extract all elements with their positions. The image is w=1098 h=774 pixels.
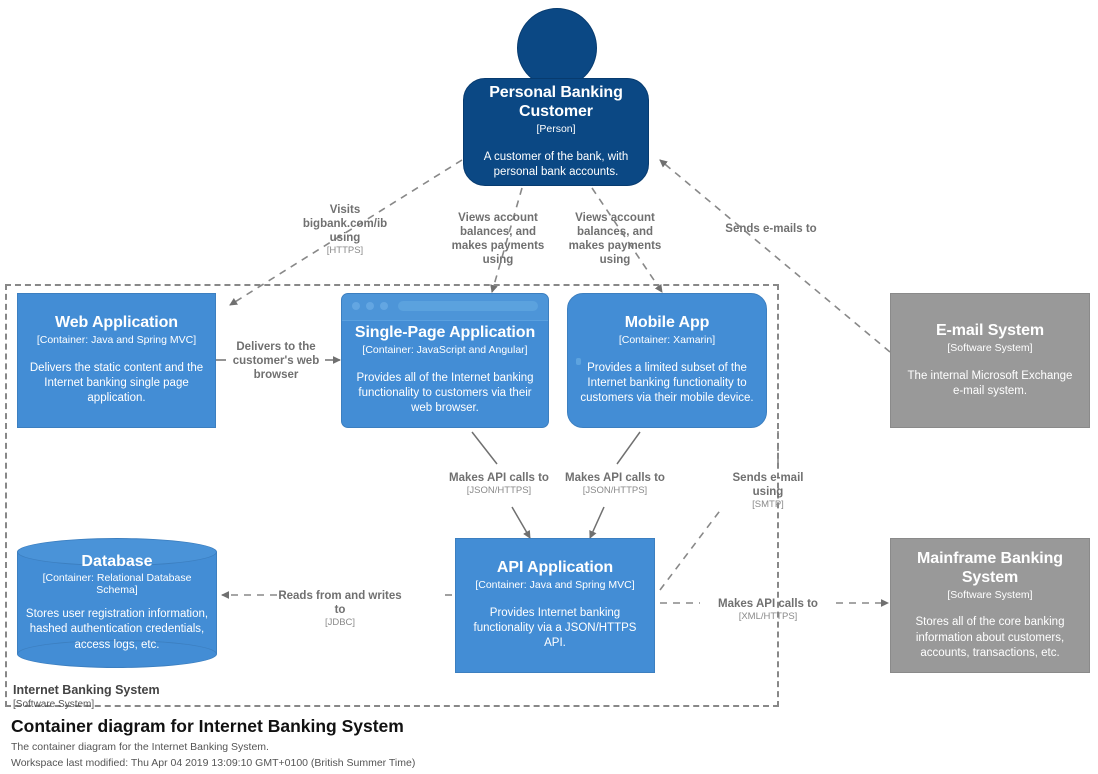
boundary-name: Internet Banking System xyxy=(13,683,160,697)
edge-label-spa-api-calls: Makes API calls to [JSON/HTTPS] xyxy=(441,471,557,497)
browser-dot-icon xyxy=(366,302,374,310)
node-tech: [Container: Java and Spring MVC] xyxy=(36,334,197,347)
boundary-type: [Software System] xyxy=(13,699,95,710)
node-name: Mainframe Banking System xyxy=(917,550,1063,586)
edge-label-tech: [XML/HTTPS] xyxy=(738,611,798,623)
node-personal-banking-customer[interactable]: Personal Banking Customer [Person] A cus… xyxy=(463,78,649,186)
node-description: A customer of the bank, with personal ba… xyxy=(483,150,629,178)
edge-label-text: Views account balances, and makes paymen… xyxy=(568,212,662,267)
edge-label-text: Makes API calls to xyxy=(565,472,665,484)
node-tech: [Software System] xyxy=(947,588,1033,601)
edge-label-tech: [JDBC] xyxy=(324,617,356,629)
edge-label-mainframe-api-calls: Makes API calls to [XML/HTTPS] xyxy=(705,597,831,623)
node-description: Provides Internet banking functionality … xyxy=(473,607,637,650)
node-tech: [Container: JavaScript and Angular] xyxy=(362,344,528,357)
node-tech: [Software System] xyxy=(947,341,1033,354)
edge-label-visits-web: Visits bigbank.com/ib using [HTTPS] xyxy=(292,203,398,257)
edge-label-text: Makes API calls to xyxy=(718,598,818,610)
edge-label-tech: [SMTP] xyxy=(752,499,784,511)
node-mobile-app[interactable]: Mobile App [Container: Xamarin] Provides… xyxy=(567,293,767,428)
edge-label-mobile-api-calls: Makes API calls to [JSON/HTTPS] xyxy=(557,471,673,497)
node-description: Stores user registration information, ha… xyxy=(25,608,209,651)
edge-label-views-mobile: Views account balances, and makes paymen… xyxy=(560,211,670,267)
edge-label-tech: [JSON/HTTPS] xyxy=(466,485,532,497)
node-single-page-application[interactable]: Single-Page Application [Container: Java… xyxy=(341,293,549,428)
node-tech: [Person] xyxy=(536,122,576,135)
diagram-caption: Container diagram for Internet Banking S… xyxy=(11,716,415,771)
edge-label-reads-writes-db: Reads from and writes to [JDBC] xyxy=(278,589,402,629)
database-cylinder-body xyxy=(17,552,217,654)
node-description: Delivers the static content and the Inte… xyxy=(29,362,204,405)
edge-label-text: Reads from and writes to xyxy=(278,590,402,617)
edge-label-tech: [HTTPS] xyxy=(326,245,364,257)
browser-dot-icon xyxy=(380,302,388,310)
diagram-modified: Workspace last modified: Thu Apr 04 2019… xyxy=(11,756,416,769)
edge-label-text: Delivers to the customer's web browser xyxy=(232,341,320,382)
node-description: Stores all of the core banking informati… xyxy=(915,616,1065,659)
node-name: API Application xyxy=(496,559,614,577)
edge-label-text: Sends e-mails to xyxy=(725,223,817,235)
edge-label-sends-emails-to: Sends e-mails to xyxy=(706,222,836,236)
node-name: Personal Banking Customer xyxy=(489,84,623,121)
node-web-application[interactable]: Web Application [Container: Java and Spr… xyxy=(17,293,216,428)
edge-label-tech: [JSON/HTTPS] xyxy=(582,485,648,497)
edge-label-sends-email-using: Sends e-mail using [SMTP] xyxy=(716,471,820,511)
browser-address-bar xyxy=(398,301,538,311)
node-name: Web Application xyxy=(55,314,178,332)
diagram-title: Container diagram for Internet Banking S… xyxy=(11,716,404,736)
node-api-application[interactable]: API Application [Container: Java and Spr… xyxy=(455,538,655,673)
node-tech: [Container: Xamarin] xyxy=(618,334,716,347)
node-description: The internal Microsoft Exchange e-mail s… xyxy=(907,369,1073,397)
node-name: Database xyxy=(81,553,153,571)
node-tech: [Container: Java and Spring MVC] xyxy=(475,579,635,592)
edge-label-text: Sends e-mail using xyxy=(732,472,804,499)
node-email-system[interactable]: E-mail System [Software System] The inte… xyxy=(890,293,1090,428)
node-name: E-mail System xyxy=(935,322,1045,340)
mobile-speaker-icon xyxy=(576,357,581,365)
internet-banking-system-boundary xyxy=(5,284,779,707)
edge-label-text: Makes API calls to xyxy=(449,472,549,484)
boundary-label: Internet Banking System [Software System… xyxy=(13,683,263,711)
browser-dot-icon xyxy=(352,302,360,310)
node-mainframe-banking-system[interactable]: Mainframe Banking System [Software Syste… xyxy=(890,538,1090,673)
node-tech: [Container: Relational Database Schema] xyxy=(42,572,192,597)
edge-label-text: Views account balances, and makes paymen… xyxy=(451,212,545,267)
node-description: Provides all of the Internet banking fun… xyxy=(356,372,534,415)
customer-head-icon xyxy=(517,8,597,88)
edge-label-delivers-to-browser: Delivers to the customer's web browser xyxy=(224,340,328,382)
node-description: Provides a limited subset of the Interne… xyxy=(580,362,754,405)
node-name: Mobile App xyxy=(624,314,710,332)
node-database[interactable]: Database [Container: Relational Database… xyxy=(17,538,217,668)
database-cylinder-top xyxy=(17,538,217,566)
diagram-subtitle: The container diagram for the Internet B… xyxy=(11,740,269,753)
node-name: Single-Page Application xyxy=(354,324,536,342)
browser-chrome xyxy=(342,294,548,321)
database-cylinder-bottom xyxy=(17,640,217,668)
edge-label-text: Visits bigbank.com/ib using xyxy=(302,204,388,245)
edge-label-views-spa: Views account balances, and makes paymen… xyxy=(443,211,553,267)
